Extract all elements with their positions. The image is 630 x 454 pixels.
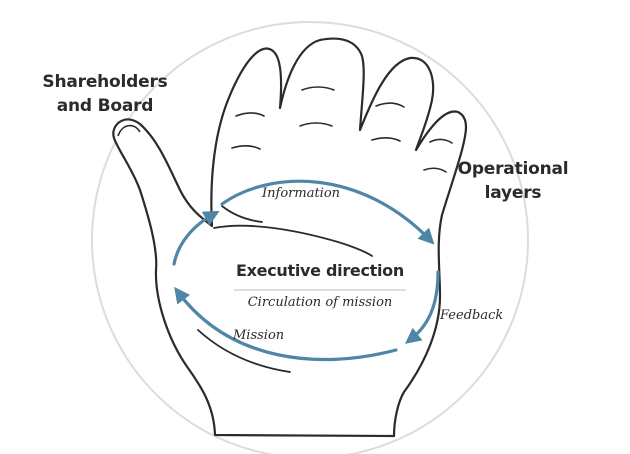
cycle-arrows [172, 179, 440, 362]
knuckle-creases [231, 86, 453, 173]
operational-layers-label: Operational layers [438, 157, 588, 205]
thumbnail-line [117, 124, 141, 137]
operational-line1: Operational [457, 159, 569, 179]
arrow-feedback [404, 270, 440, 344]
circulation-of-mission-label: Circulation of mission [247, 295, 393, 310]
mission-label: Mission [233, 328, 285, 343]
palm-creases [197, 205, 373, 373]
shareholders-line2: and Board [56, 96, 154, 116]
information-label: Information [262, 186, 341, 201]
arrow-mission [174, 286, 398, 362]
shareholders-line1: Shareholders [42, 72, 168, 92]
shareholders-board-label: Shareholders and Board [30, 70, 180, 118]
background-circle [91, 21, 529, 454]
feedback-label: Feedback [440, 308, 504, 323]
executive-direction-label: Executive direction [236, 261, 404, 280]
operational-line2: layers [484, 183, 542, 203]
arrow-information [220, 179, 435, 245]
arrow-return [172, 210, 220, 266]
